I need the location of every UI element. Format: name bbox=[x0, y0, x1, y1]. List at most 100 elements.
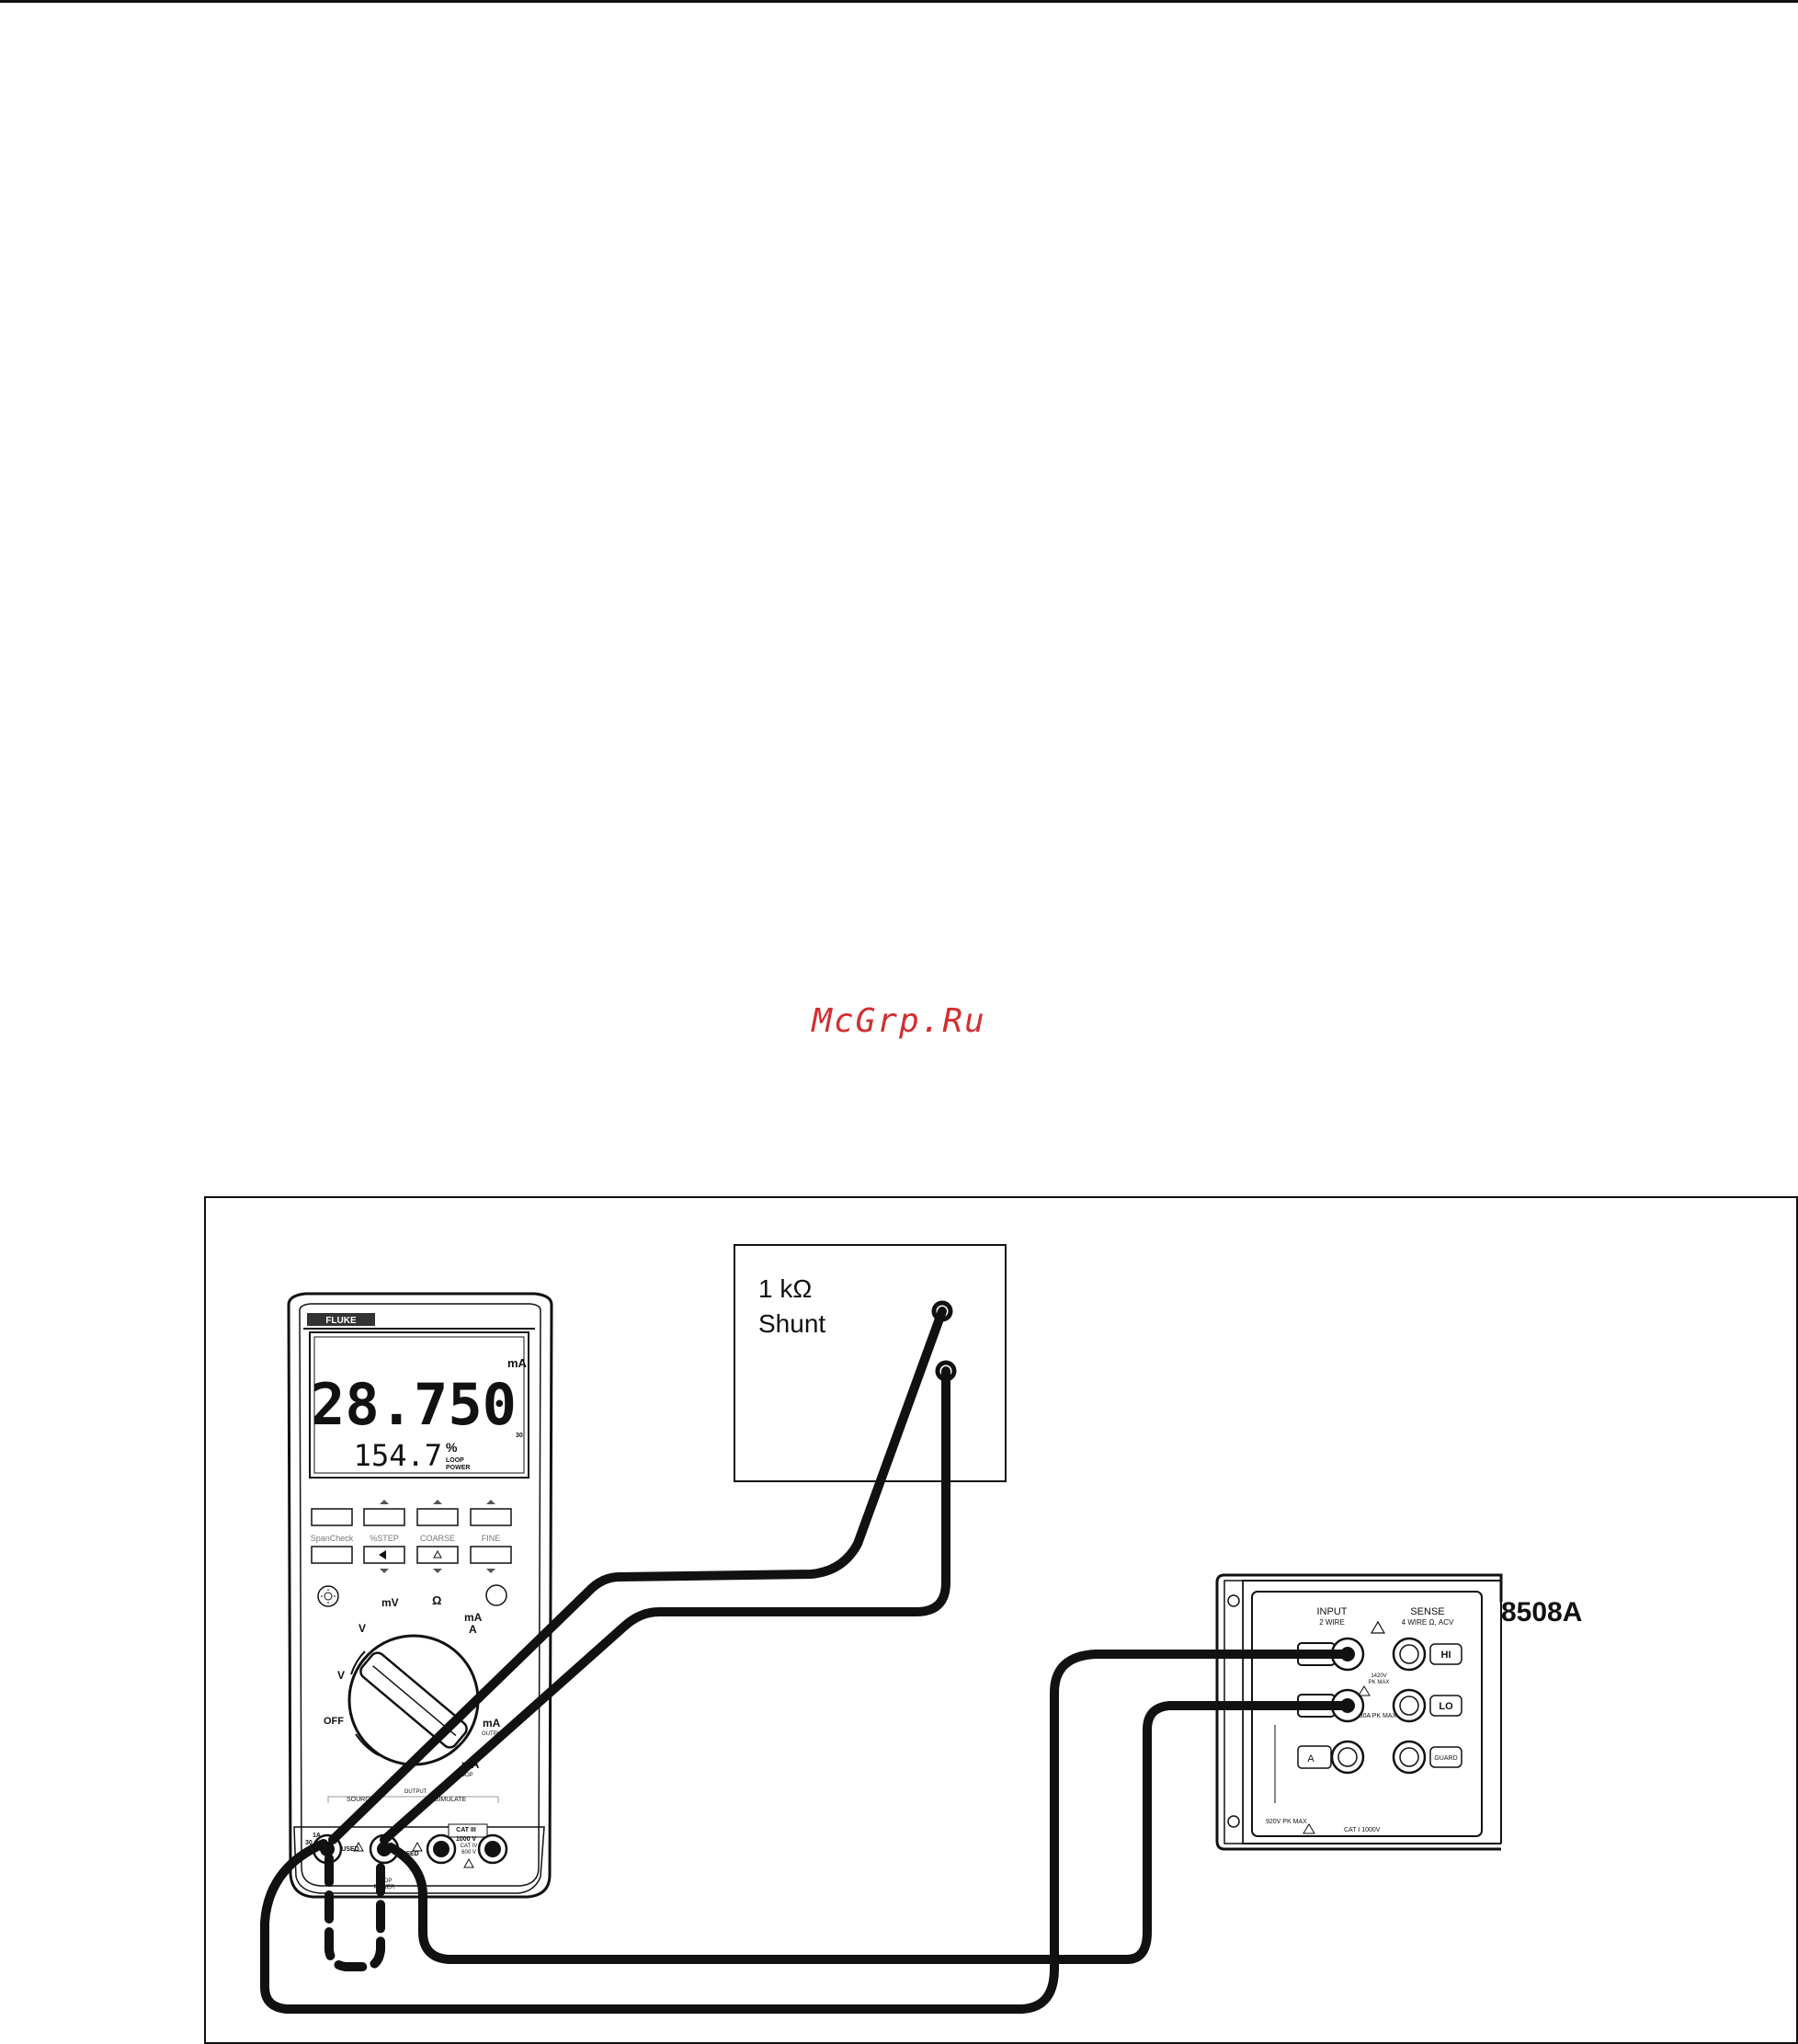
meter-bezel bbox=[299, 1303, 541, 1887]
warning-icon bbox=[353, 1841, 364, 1852]
simulate-label: SIMULATE bbox=[435, 1797, 467, 1803]
warning-icon bbox=[1358, 1685, 1371, 1696]
top-button-row bbox=[311, 1500, 512, 1526]
dashed-jumper-lead bbox=[324, 1854, 385, 1971]
pk-label-1: 1420V bbox=[1371, 1673, 1386, 1679]
fine-button[interactable] bbox=[470, 1546, 512, 1564]
lcd-loop-label: LOOP bbox=[446, 1457, 464, 1464]
guard-jack[interactable] bbox=[1392, 1740, 1427, 1775]
jack-cativ-label: CAT IV bbox=[461, 1844, 478, 1849]
button-top-1[interactable] bbox=[311, 1508, 353, 1526]
step-label: %STEP bbox=[370, 1534, 399, 1543]
volt-pk-label: 920V PK MAX bbox=[1266, 1819, 1307, 1825]
delta-icon bbox=[433, 1549, 442, 1559]
output-bracket-label: OUTPUT bbox=[404, 1789, 427, 1795]
top-rule bbox=[0, 0, 1798, 3]
spancheck-label: SpanCheck bbox=[311, 1534, 354, 1543]
brand-rule bbox=[303, 1328, 535, 1330]
coarse-button[interactable] bbox=[416, 1546, 459, 1564]
sense-sub-label: 4 WIRE Ω, ACV bbox=[1402, 1618, 1454, 1627]
backlight-button[interactable] bbox=[317, 1585, 339, 1607]
sense-label: SENSE bbox=[1410, 1606, 1444, 1617]
amp-jack[interactable] bbox=[1330, 1740, 1365, 1775]
up-arrow-icon bbox=[433, 1500, 442, 1504]
lcd-primary-value: 28.750 bbox=[311, 1371, 517, 1438]
lead-meter-to-shunt-top bbox=[328, 1307, 947, 1844]
model-label: 8508A bbox=[1501, 1597, 1582, 1627]
jack-com-hole bbox=[433, 1841, 450, 1857]
down-arrow-icon bbox=[380, 1569, 389, 1573]
lcd-secondary-sub: 30 bbox=[516, 1433, 523, 1439]
dial-loop-label: LOOP bbox=[458, 1773, 473, 1778]
step-left-icon bbox=[379, 1550, 386, 1559]
amp-pk-label: 30A PK MAX bbox=[1360, 1713, 1397, 1719]
warning-icon bbox=[1370, 1620, 1386, 1634]
pk-label-2: PK MAX bbox=[1369, 1680, 1390, 1685]
wiring-diagram-svg: 1 kΩ Shunt FLUKE mA 28.750 30 154.7 % LO… bbox=[204, 1196, 1798, 2044]
jack-cat-label: CAT III bbox=[456, 1827, 476, 1833]
cat-label: CAT I 1000V bbox=[1344, 1827, 1381, 1833]
handle-screw bbox=[1227, 1815, 1240, 1828]
guard-jack-ring bbox=[1399, 1747, 1419, 1767]
left-handle bbox=[1223, 1580, 1244, 1844]
guard-badge bbox=[1429, 1746, 1462, 1768]
warning-icon bbox=[1303, 1823, 1315, 1834]
warning-icon bbox=[412, 1841, 423, 1852]
lo-badge bbox=[1429, 1695, 1462, 1717]
calibrator-rim bbox=[1242, 1580, 1501, 1844]
amp-jack-ring bbox=[1337, 1747, 1358, 1767]
source-label: SOURCE bbox=[347, 1797, 374, 1803]
lcd-display bbox=[309, 1331, 529, 1479]
jack-1000v-label: 1000 V bbox=[456, 1836, 477, 1843]
rotary-selector[interactable] bbox=[347, 1634, 480, 1766]
lcd-primary-unit: mA bbox=[507, 1356, 528, 1370]
down-arrow-icon bbox=[486, 1569, 495, 1573]
spancheck-button[interactable] bbox=[311, 1546, 353, 1564]
brand-badge bbox=[307, 1313, 375, 1326]
lead-meter-to-lo bbox=[386, 1701, 1352, 1964]
jack-volt-hole bbox=[484, 1841, 501, 1857]
button-top-2[interactable] bbox=[363, 1508, 405, 1526]
dial-v-ac-label: V bbox=[337, 1669, 345, 1682]
shunt-name-label: Shunt bbox=[758, 1309, 825, 1338]
dial-off-label: OFF bbox=[324, 1716, 344, 1727]
input-label: INPUT bbox=[1317, 1606, 1348, 1617]
guard-label: GUARD bbox=[1434, 1755, 1457, 1762]
button-top-3[interactable] bbox=[416, 1508, 459, 1526]
lcd-power-label: POWER bbox=[446, 1465, 470, 1471]
dial-mv-label: mV bbox=[381, 1596, 399, 1609]
input-sub-label: 2 WIRE bbox=[1319, 1618, 1345, 1627]
jack-fused-1-label: FUSED bbox=[337, 1846, 359, 1853]
a-label: A bbox=[1307, 1753, 1314, 1764]
shunt-outline bbox=[734, 1244, 1007, 1482]
hold-button[interactable] bbox=[485, 1584, 507, 1606]
lcd-secondary-value: 154.7 bbox=[354, 1438, 442, 1473]
dial-v-dc-label: V bbox=[358, 1622, 366, 1635]
up-arrow-icon bbox=[486, 1500, 495, 1504]
button-top-4[interactable] bbox=[470, 1508, 512, 1526]
dial-a-label: A bbox=[469, 1623, 477, 1636]
coarse-label: COARSE bbox=[420, 1534, 455, 1543]
lead-meter-to-hi bbox=[260, 1650, 1352, 2014]
dial-ohm-label: Ω bbox=[432, 1593, 441, 1607]
test-leads bbox=[260, 1307, 1352, 2014]
shunt-value-label: 1 kΩ bbox=[758, 1274, 812, 1303]
sense-hi-jack[interactable] bbox=[1392, 1637, 1427, 1672]
sense-lo-jack[interactable] bbox=[1392, 1688, 1427, 1723]
sun-icon bbox=[321, 1589, 336, 1604]
shunt-box: 1 kΩ Shunt bbox=[734, 1244, 1007, 1482]
lo-label: LO bbox=[1439, 1701, 1453, 1712]
figure-frame bbox=[204, 1196, 1798, 2044]
second-button-row bbox=[311, 1546, 512, 1573]
dial-ma-output-label: mA bbox=[483, 1717, 501, 1730]
brand-label: FLUKE bbox=[325, 1316, 357, 1326]
dial-ma-a-label: mA bbox=[464, 1611, 483, 1624]
sense-lo-ring bbox=[1399, 1696, 1419, 1716]
lead-meter-to-shunt-bottom bbox=[380, 1366, 950, 1844]
wiring-diagram: 1 kΩ Shunt FLUKE mA 28.750 30 154.7 % LO… bbox=[204, 1196, 1798, 2044]
jack-600v-label: 600 V bbox=[461, 1850, 476, 1856]
up-arrow-icon bbox=[380, 1500, 389, 1504]
lcd-inner bbox=[313, 1336, 525, 1474]
output-bracket bbox=[327, 1796, 499, 1803]
dial-output-label: OUTPUT bbox=[482, 1731, 505, 1737]
